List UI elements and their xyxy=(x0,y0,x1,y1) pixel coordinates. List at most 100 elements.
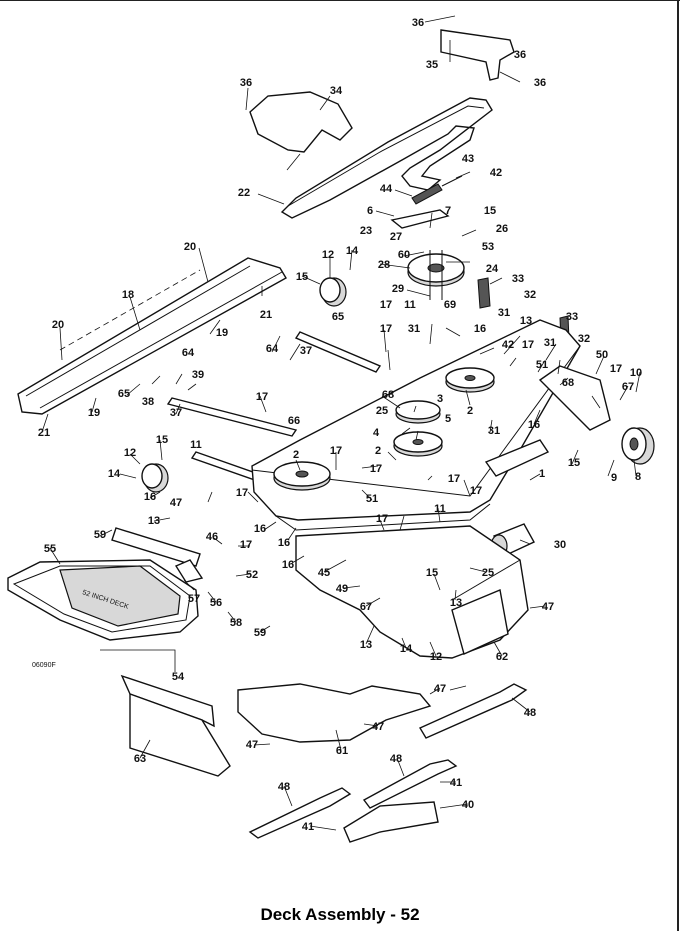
callout-label: 48 xyxy=(390,753,402,765)
callout-label: 64 xyxy=(266,343,279,355)
callout-label: 64 xyxy=(182,347,195,359)
callout-label: 7 xyxy=(445,205,451,217)
blade-right xyxy=(418,683,528,739)
callout-label: 3 xyxy=(437,393,443,405)
frame-border-right xyxy=(677,0,679,931)
callout-label: 15 xyxy=(156,434,168,446)
callout-label: 67 xyxy=(622,381,634,393)
callout-label: 19 xyxy=(88,407,100,419)
callout-label: 37 xyxy=(300,345,312,357)
callout-label: 62 xyxy=(496,651,508,663)
callout-label: 15 xyxy=(568,457,580,469)
callout-label: 11 xyxy=(190,439,202,451)
callout-label: 14 xyxy=(400,643,413,655)
frame-border-top xyxy=(0,0,680,1)
callout-label: 37 xyxy=(170,407,182,419)
callout-label: 51 xyxy=(536,359,548,371)
discharge-chute: 52 INCH DECK xyxy=(7,559,199,641)
belt-cover-right xyxy=(440,29,515,81)
lower-deck-skirt xyxy=(295,525,529,659)
callout-label: 17 xyxy=(240,539,252,551)
callout-label: 16 xyxy=(144,491,156,503)
callout-label: 1 xyxy=(539,468,545,480)
callout-label: 51 xyxy=(366,493,378,505)
callout-label: 17 xyxy=(370,463,382,475)
callout-label: 34 xyxy=(330,85,343,97)
callout-label: 61 xyxy=(336,745,348,757)
callout-label: 48 xyxy=(278,781,290,793)
callout-label: 50 xyxy=(596,349,608,361)
callout-label: 33 xyxy=(512,273,524,285)
callout-label: 48 xyxy=(524,707,536,719)
callout-label: 41 xyxy=(450,777,462,789)
callout-label: 32 xyxy=(578,333,590,345)
callout-label: 16 xyxy=(254,523,266,535)
callout-label: 59 xyxy=(254,627,266,639)
callout-label: 9 xyxy=(611,472,617,484)
callout-label: 68 xyxy=(562,377,574,389)
callout-label: 43 xyxy=(462,153,474,165)
callout-label: 47 xyxy=(372,721,384,733)
callout-label: 13 xyxy=(148,515,160,527)
belt-cover-left xyxy=(249,91,353,153)
side-baffle xyxy=(17,257,287,415)
chute-mount xyxy=(111,527,204,583)
callout-label: 47 xyxy=(542,601,554,613)
callout-label: 49 xyxy=(336,583,348,595)
callout-label: 46 xyxy=(206,531,218,543)
callout-label: 42 xyxy=(490,167,502,179)
callout-label: 22 xyxy=(238,187,250,199)
callout-label: 30 xyxy=(554,539,566,551)
callout-label: 2 xyxy=(293,449,299,461)
callout-label: 35 xyxy=(426,59,438,71)
callout-label: 38 xyxy=(142,396,154,408)
callout-label: 10 xyxy=(630,367,642,379)
callout-label: 13 xyxy=(520,315,532,327)
callout-label: 17 xyxy=(470,485,482,497)
callout-label: 65 xyxy=(332,311,344,323)
callout-label: 5 xyxy=(445,413,451,425)
callout-label: 67 xyxy=(360,601,372,613)
tension-spring xyxy=(411,175,463,205)
callout-label: 42 xyxy=(502,339,514,351)
callout-label: 18 xyxy=(122,289,134,301)
callout-label: 52 xyxy=(246,569,258,581)
callout-label: 17 xyxy=(380,323,392,335)
callout-label: 31 xyxy=(498,307,510,319)
callout-label: 32 xyxy=(524,289,536,301)
callout-label: 21 xyxy=(38,427,50,439)
callout-label: 20 xyxy=(52,319,64,331)
callout-label: 31 xyxy=(408,323,420,335)
callout-label: 20 xyxy=(184,241,196,253)
callout-label: 33 xyxy=(566,311,578,323)
callout-label: 15 xyxy=(484,205,496,217)
callout-label: 57 xyxy=(188,593,200,605)
callout-label: 12 xyxy=(124,447,136,459)
deck-pulleys xyxy=(273,367,495,491)
callout-label: 36 xyxy=(412,17,424,29)
callout-label: 13 xyxy=(450,597,462,609)
front-guard xyxy=(120,674,231,777)
callout-label: 55 xyxy=(44,543,56,555)
callout-label: 39 xyxy=(192,369,204,381)
callout-label: 65 xyxy=(118,388,130,400)
gauge-wheel-left xyxy=(141,463,169,493)
callout-label: 69 xyxy=(444,299,456,311)
callout-label: 4 xyxy=(373,427,380,439)
gauge-wheel-right xyxy=(621,427,655,465)
callout-label: 16 xyxy=(282,559,294,571)
callout-label: 17 xyxy=(330,445,342,457)
callout-label: 12 xyxy=(322,249,334,261)
callout-label: 11 xyxy=(434,503,446,515)
callout-label: 58 xyxy=(230,617,242,629)
callout-label: 19 xyxy=(216,327,228,339)
callout-label: 66 xyxy=(288,415,300,427)
callout-label: 14 xyxy=(346,245,359,257)
callout-label: 17 xyxy=(236,487,248,499)
callout-label: 36 xyxy=(534,77,546,89)
callout-label: 26 xyxy=(496,223,508,235)
rear-shaft xyxy=(166,331,382,485)
callout-label: 12 xyxy=(430,651,442,663)
callout-label: 24 xyxy=(486,263,499,275)
callout-label: 36 xyxy=(240,77,252,89)
